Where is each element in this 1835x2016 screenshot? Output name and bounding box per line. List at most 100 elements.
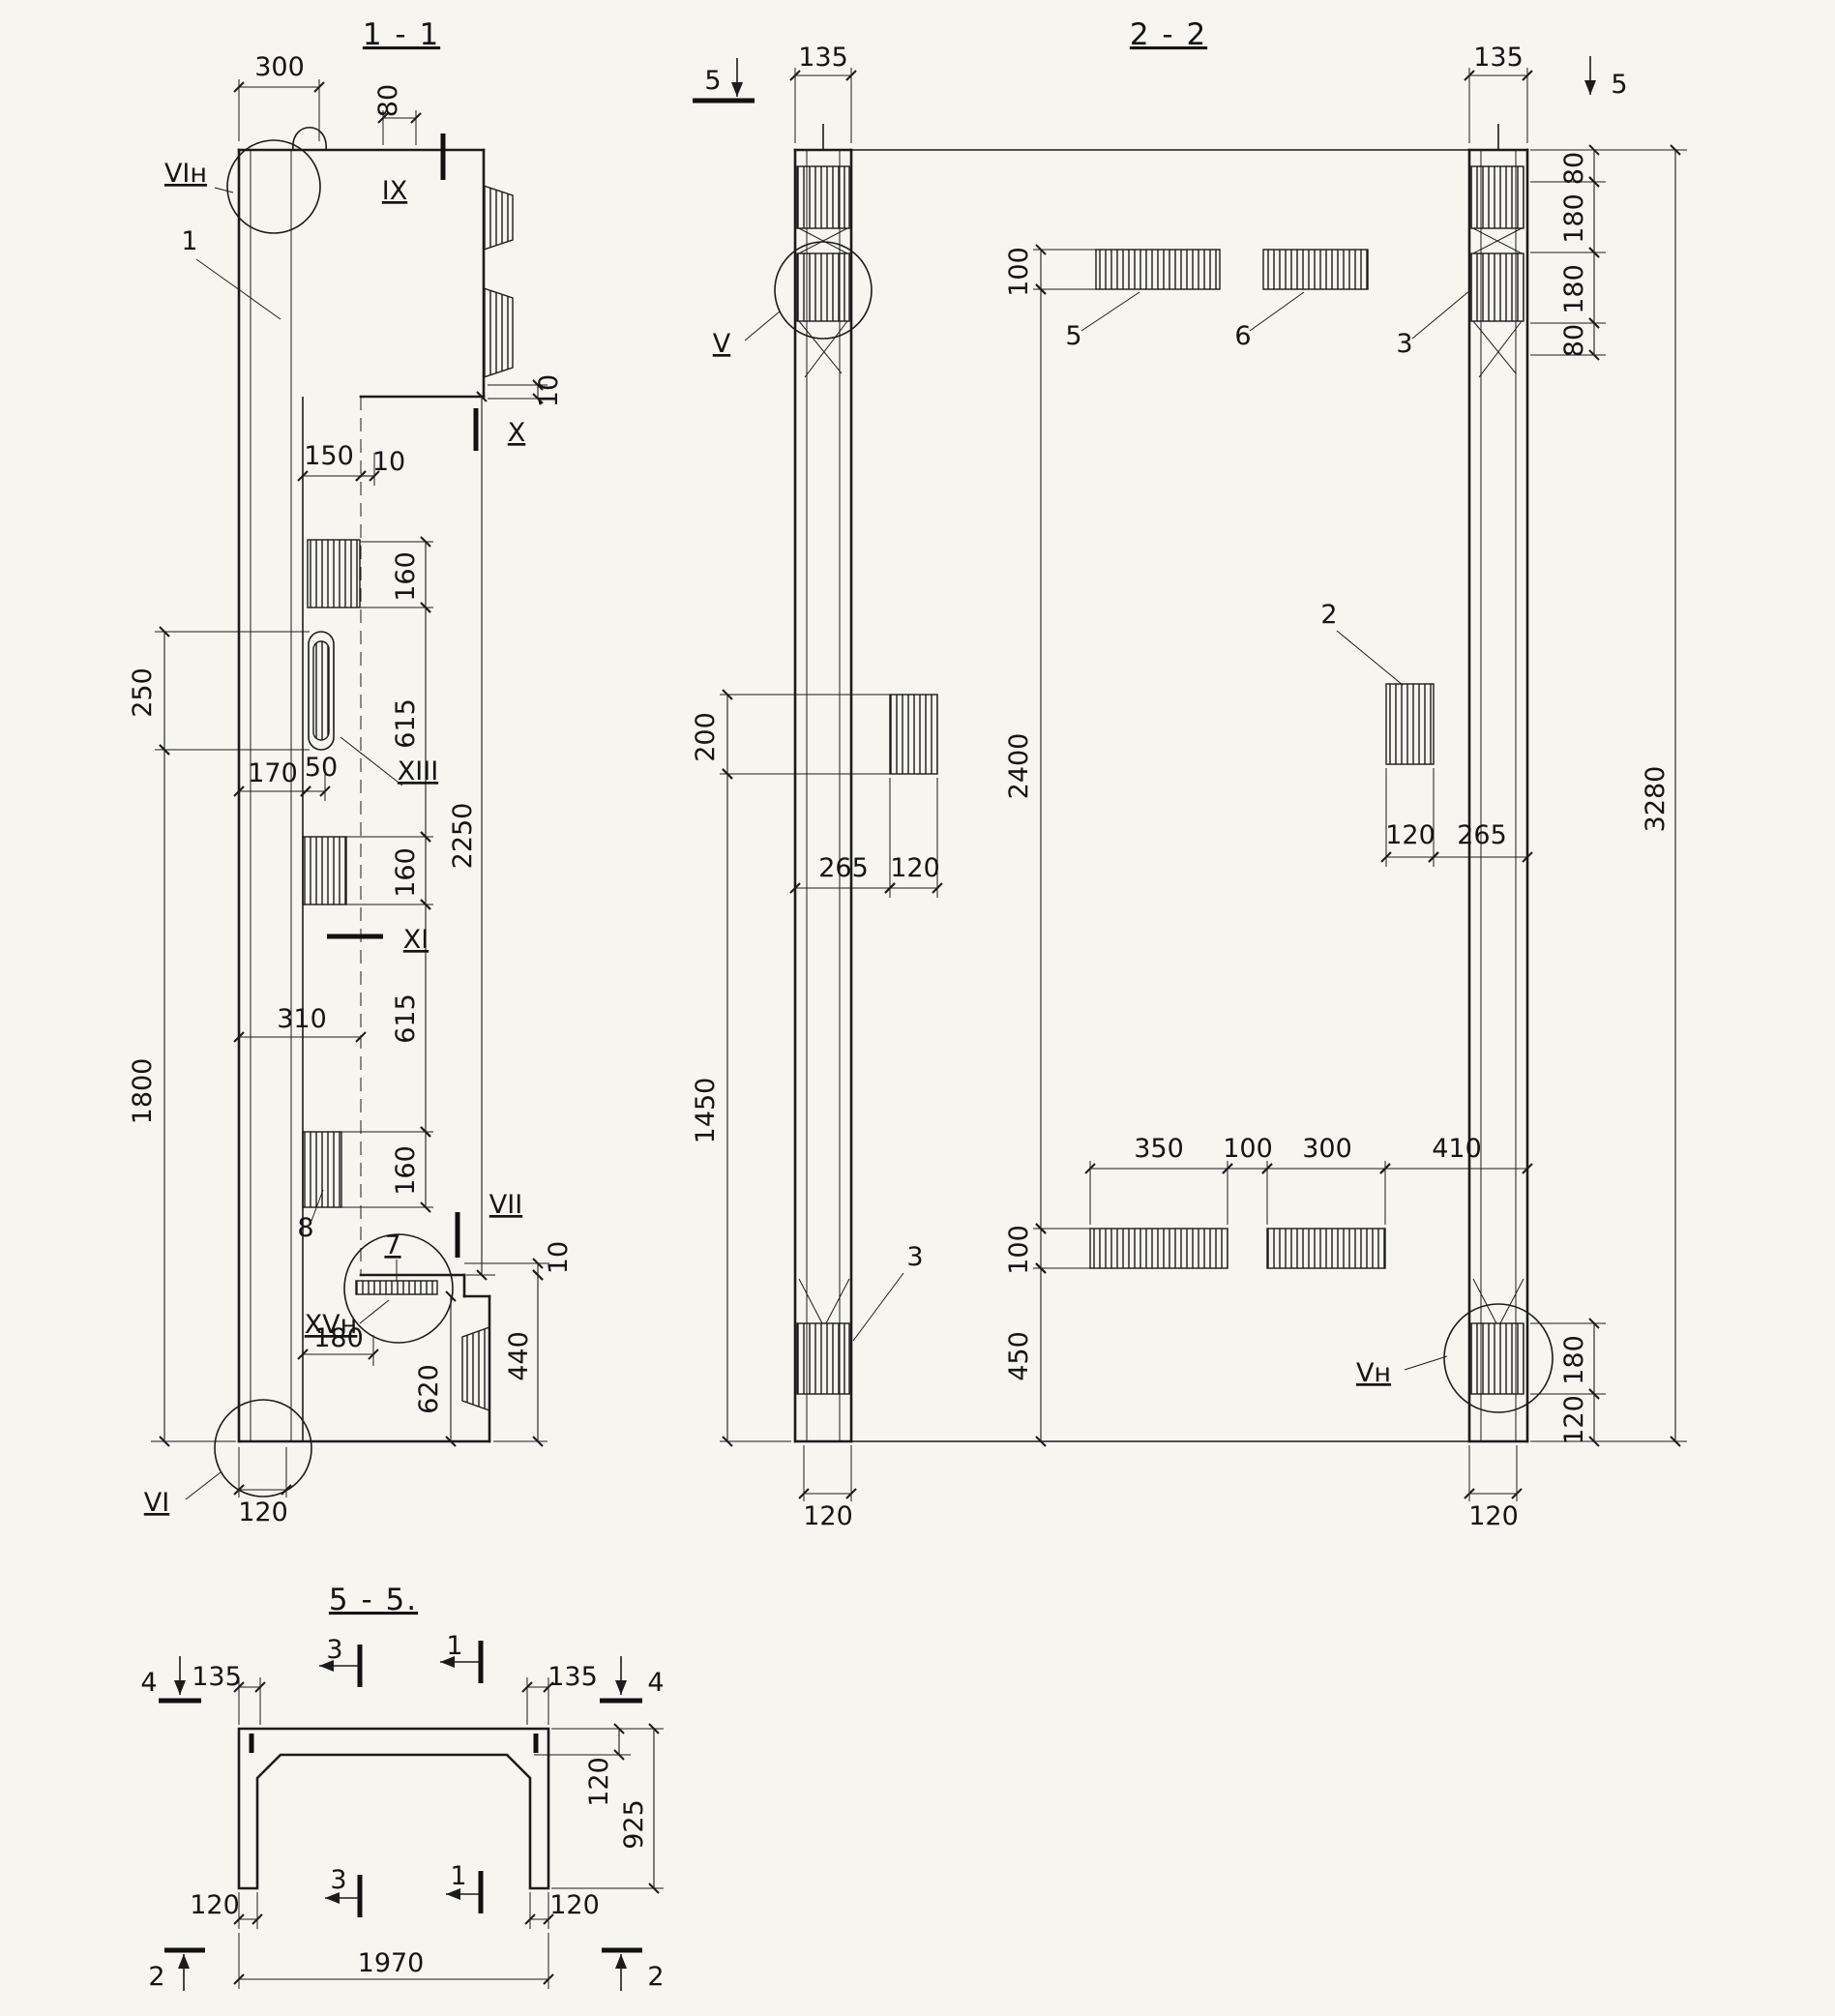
- dim-265: 265: [1457, 820, 1507, 850]
- dim-135: 135: [192, 1662, 242, 1692]
- part-3: 3: [906, 1242, 923, 1272]
- dim-410: 410: [1432, 1134, 1482, 1164]
- dim-2250: 2250: [448, 803, 478, 870]
- dim-10: 10: [534, 374, 564, 407]
- callout-v-n: Vн: [1356, 1358, 1391, 1388]
- section-mark-4: 4: [647, 1668, 664, 1698]
- embed-plate-5: [1095, 249, 1221, 290]
- embed-plate: [302, 1131, 342, 1208]
- detail-circle-v-n: [1443, 1303, 1554, 1413]
- part-2: 2: [1320, 600, 1337, 630]
- dim-615: 615: [391, 993, 421, 1044]
- callout-x: X: [508, 418, 526, 448]
- dim-80: 80: [1559, 324, 1589, 357]
- dim-80: 80: [1559, 152, 1589, 185]
- dim-200: 200: [691, 712, 721, 762]
- part-7: 7: [384, 1230, 400, 1260]
- callout-xv-n: XVн: [305, 1310, 358, 1340]
- dim-10: 10: [544, 1241, 574, 1274]
- dim-300: 300: [1302, 1134, 1352, 1164]
- rib-key: [796, 1322, 850, 1395]
- embed-plate: [1089, 1228, 1228, 1269]
- shear-key: [483, 185, 514, 251]
- dim-180: 180: [1559, 193, 1589, 244]
- dim-120: 120: [1468, 1501, 1519, 1531]
- callout-vi-n: VIн: [164, 159, 207, 189]
- section-mark-1: 1: [446, 1631, 462, 1661]
- section-title: 5 - 5.: [329, 1583, 418, 1617]
- dim-1970: 1970: [358, 1948, 425, 1978]
- section-5-5: 5 - 5. 4 135 3 1 135 4 120 925 120 3 1 1…: [140, 1583, 664, 1992]
- dim-135: 135: [1473, 43, 1524, 73]
- section-2-2: 2 - 2 135 135 5 5 80 180 180 80 3280 100…: [691, 17, 1687, 1531]
- dim-120: 120: [1559, 1395, 1589, 1445]
- embed-plate: [302, 836, 347, 905]
- dim-160: 160: [391, 551, 421, 602]
- dim-160: 160: [391, 847, 421, 898]
- detail-circle-7: [343, 1233, 454, 1344]
- callout-vi: VI: [144, 1488, 169, 1518]
- embed-plate-2: [1385, 683, 1435, 765]
- dim-160: 160: [391, 1145, 421, 1196]
- embed-plate-6: [1262, 249, 1369, 290]
- rib-key: [1470, 165, 1524, 229]
- dim-440: 440: [504, 1331, 534, 1381]
- dim-265: 265: [818, 853, 869, 883]
- callout-xi: XI: [403, 925, 429, 955]
- dim-135: 135: [548, 1662, 598, 1692]
- dim-450: 450: [1004, 1331, 1034, 1381]
- dim-80: 80: [373, 84, 403, 117]
- part-8: 8: [297, 1213, 313, 1243]
- dim-135: 135: [798, 43, 848, 73]
- dim-180: 180: [313, 1323, 364, 1353]
- section-mark-5: 5: [1611, 70, 1627, 100]
- dim-50: 50: [305, 753, 338, 783]
- callout-xiii: XIII: [398, 756, 438, 786]
- section-title: 2 - 2: [1130, 17, 1207, 52]
- dim-310: 310: [277, 1004, 327, 1034]
- ledge-plate: [355, 1280, 438, 1295]
- dim-1450: 1450: [691, 1078, 721, 1144]
- embed-plate: [307, 539, 361, 608]
- dim-120: 120: [190, 1890, 240, 1920]
- section-mark-2: 2: [148, 1962, 164, 1992]
- dim-180: 180: [1559, 1335, 1589, 1385]
- part-5: 5: [1065, 321, 1081, 351]
- section-mark-4: 4: [140, 1668, 157, 1698]
- dim-620: 620: [414, 1364, 444, 1414]
- dim-120: 120: [549, 1890, 600, 1920]
- dim-120: 120: [584, 1757, 614, 1807]
- lifting-loop: [292, 127, 327, 151]
- detail-circle-vi: [214, 1399, 312, 1497]
- callout-ix: IX: [382, 176, 407, 206]
- part-6: 6: [1234, 321, 1251, 351]
- part-1: 1: [181, 226, 197, 256]
- dim-300: 300: [254, 52, 305, 82]
- dim-10: 10: [372, 447, 405, 477]
- section-mark-3: 3: [326, 1635, 342, 1665]
- rib-key: [796, 165, 850, 229]
- rib-key: [1470, 1322, 1524, 1395]
- dim-150: 150: [304, 441, 354, 471]
- dim-615: 615: [391, 698, 421, 749]
- section-mark-3: 3: [330, 1865, 346, 1895]
- rib-key: [796, 252, 850, 322]
- dim-100: 100: [1004, 247, 1034, 297]
- dim-1800: 1800: [128, 1058, 158, 1125]
- dim-120: 120: [890, 853, 940, 883]
- callout-vii: VII: [489, 1190, 522, 1220]
- dim-120: 120: [1385, 820, 1435, 850]
- shear-key: [461, 1326, 490, 1411]
- dim-180: 180: [1559, 264, 1589, 314]
- shear-key: [483, 287, 514, 378]
- dim-2400: 2400: [1004, 733, 1034, 800]
- slot-core: [312, 640, 330, 741]
- dim-170: 170: [248, 758, 298, 788]
- embed-plate: [1266, 1228, 1386, 1269]
- callout-v: V: [713, 329, 731, 359]
- dim-120: 120: [803, 1501, 853, 1531]
- detail-circle-v: [774, 241, 873, 340]
- section-title: 1 - 1: [363, 17, 440, 52]
- section-mark-5: 5: [704, 66, 721, 96]
